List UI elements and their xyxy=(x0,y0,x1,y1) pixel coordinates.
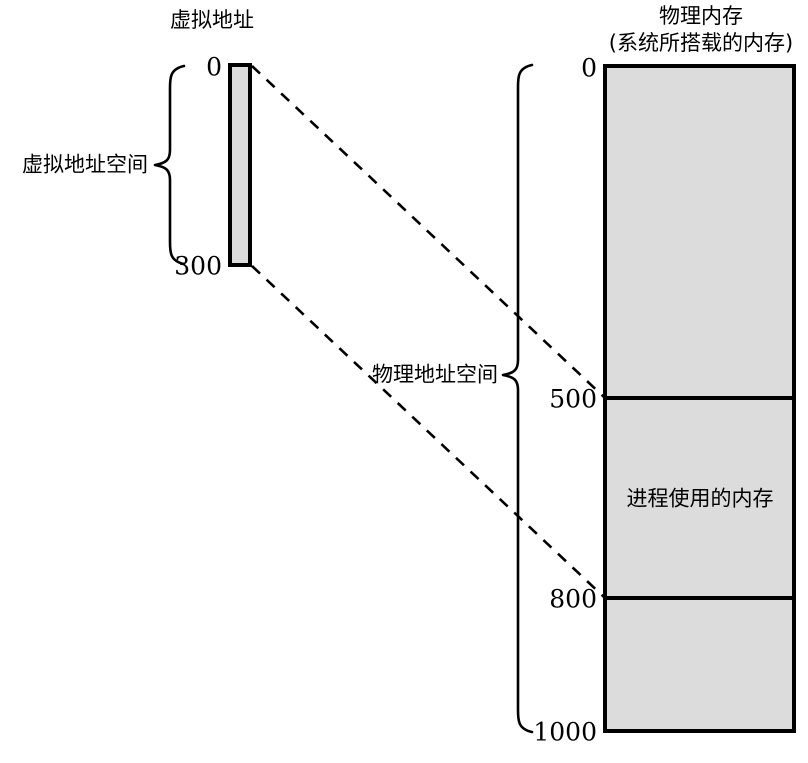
physical-address-500-label: 500 xyxy=(549,384,597,414)
mapping-line-top xyxy=(251,65,605,398)
physical-address-end-label: 1000 xyxy=(533,717,597,747)
physical-memory-title-line2: (系统所搭载的内存) xyxy=(608,31,794,55)
virtual-space-brace xyxy=(153,64,186,266)
virtual-address-start-label: 0 xyxy=(206,52,222,82)
virtual-address-title: 虚拟地址 xyxy=(170,8,254,32)
physical-address-space-label: 物理地址空间 xyxy=(372,362,498,387)
physical-space-brace xyxy=(501,63,534,734)
virtual-address-block xyxy=(228,63,252,267)
virtual-address-end-label: 300 xyxy=(174,251,222,281)
physical-memory-title-line1: 物理内存 xyxy=(659,4,743,28)
mapping-line-bottom xyxy=(251,265,605,598)
process-memory-label: 进程使用的内存 xyxy=(626,486,774,511)
virtual-address-space-label: 虚拟地址空间 xyxy=(22,152,148,177)
physical-address-800-label: 800 xyxy=(549,584,597,614)
physical-address-start-label: 0 xyxy=(581,53,597,83)
